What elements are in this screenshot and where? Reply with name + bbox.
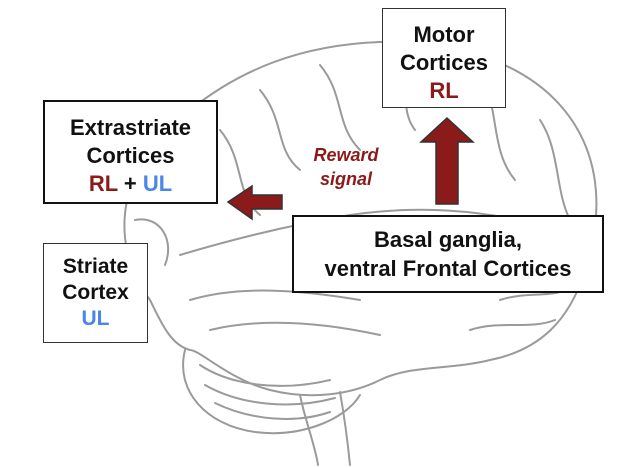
brainstem [299,391,351,466]
motor-subtitle: Cortices [399,50,489,75]
striate-title: Striate [62,255,129,278]
cerebellum-fold-1 [199,364,331,387]
basal-subtitle: ventral Frontal Cortices [324,256,572,281]
extrastriate-cortices-box: Extrastriate Cortices RL + UL [43,100,218,204]
extrastriate-subtitle: Cortices [86,143,175,168]
sulcus-2 [259,89,301,171]
ul-label: UL [142,171,173,196]
reward-label-line1: Reward [313,145,379,165]
extrastriate-learning-labels: RL + UL [45,170,216,198]
plus-sign: + [117,171,143,196]
rl-label: RL [88,171,118,196]
rl-label: RL [429,78,459,103]
basal-ganglia-box: Basal ganglia, ventral Frontal Cortices [292,215,604,293]
basal-title: Basal ganglia, [374,227,522,252]
temporal-fold-1 [189,289,361,301]
occipital-fold [134,218,170,266]
reward-label-line2: signal [319,169,372,189]
temporal-fold-2 [209,321,381,336]
frontal-fold-2 [469,319,556,331]
reward-signal-label: Reward signal [296,143,396,191]
sulcus-6 [539,119,571,221]
cerebellum-fold-3 [214,402,331,420]
up-arrow [419,116,475,205]
cerebellum-fold-2 [204,384,336,406]
cerebellum-outline [182,349,361,435]
motor-title: Motor [413,22,475,47]
striate-subtitle: Cortex [62,281,129,304]
motor-cortices-box: Motor Cortices RL [382,8,506,108]
sulcus-3 [319,64,361,151]
ul-label: UL [81,307,110,330]
striate-cortex-box: Striate Cortex UL [43,243,148,343]
extrastriate-title: Extrastriate [69,115,192,140]
left-arrow [226,184,283,221]
